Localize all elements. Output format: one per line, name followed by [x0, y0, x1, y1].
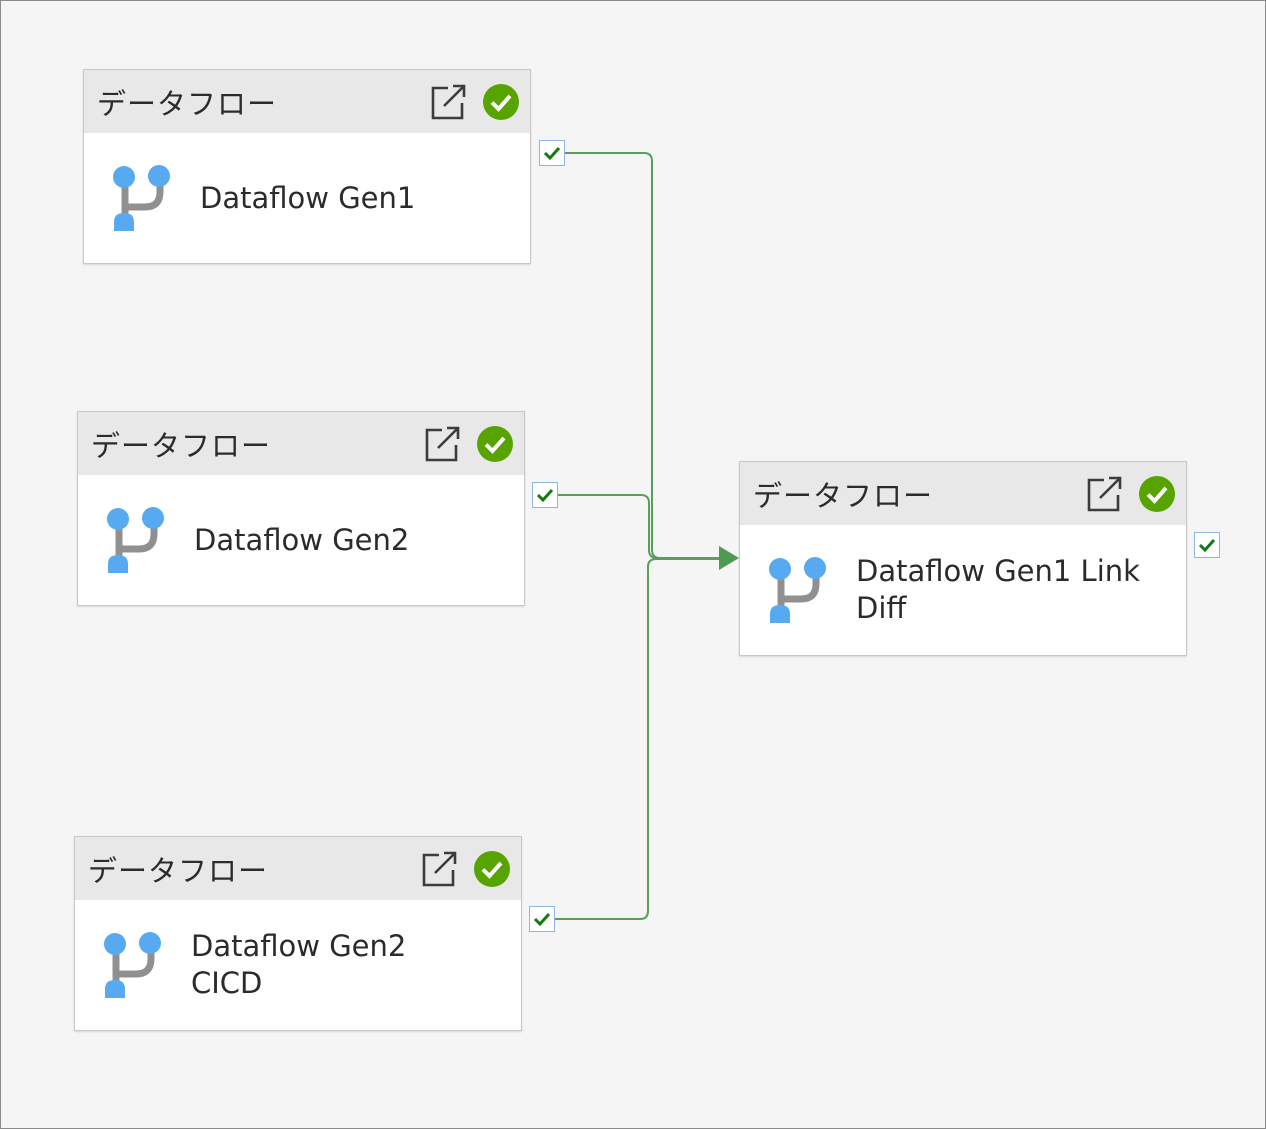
connector-gen2-to-linkdiff[interactable]	[558, 494, 723, 559]
port-check-icon	[536, 488, 554, 503]
activity-body: Dataflow Gen1 Link Diff	[740, 525, 1186, 655]
success-port-gen1[interactable]	[539, 140, 565, 166]
activity-dataflow-gen2[interactable]: データフロー Dataflow Gen2	[77, 411, 525, 606]
dataflow-icon	[113, 165, 170, 231]
activity-header: データフロー	[84, 70, 530, 133]
activity-name: Dataflow Gen1 Link Diff	[856, 554, 1140, 625]
dataflow-icon	[104, 932, 161, 998]
activity-dataflow-gen1-link-diff[interactable]: データフロー Dataflow Gen1 Link Diff	[739, 461, 1187, 656]
activity-name: Dataflow Gen2 CICD	[191, 929, 407, 1000]
activity-header: データフロー	[75, 837, 521, 900]
connector-gen1-to-linkdiff[interactable]	[565, 152, 723, 559]
success-port-gen2[interactable]	[532, 482, 558, 508]
open-external-icon[interactable]	[422, 424, 462, 464]
success-check-icon	[483, 83, 519, 120]
success-port-gen2-cicd[interactable]	[529, 906, 555, 932]
open-external-icon[interactable]	[419, 849, 459, 889]
dataflow-icon	[107, 507, 164, 573]
activity-body: Dataflow Gen2 CICD	[75, 900, 521, 1030]
activity-type-label: データフロー	[88, 853, 269, 888]
activity-name: Dataflow Gen1	[200, 180, 416, 215]
port-check-icon	[1198, 538, 1216, 553]
port-check-icon	[543, 146, 561, 161]
activity-body: Dataflow Gen2	[78, 475, 524, 605]
activity-type-label: データフロー	[97, 86, 278, 121]
activity-name: Dataflow Gen2	[194, 522, 410, 557]
connector-arrowhead	[719, 546, 739, 570]
activity-body: Dataflow Gen1	[84, 133, 530, 263]
open-external-icon[interactable]	[1084, 474, 1124, 514]
activity-header: データフロー	[740, 462, 1186, 525]
success-port-link-diff[interactable]	[1194, 532, 1220, 558]
success-check-icon	[474, 850, 510, 887]
activity-type-label: データフロー	[753, 478, 934, 513]
success-check-icon	[477, 425, 513, 462]
activity-header: データフロー	[78, 412, 524, 475]
open-external-icon[interactable]	[428, 82, 468, 122]
port-check-icon	[533, 912, 551, 927]
connector-gen2cicd-to-linkdiff[interactable]	[555, 558, 723, 920]
dataflow-icon	[769, 557, 826, 623]
activity-dataflow-gen2-cicd[interactable]: データフロー Dataflow Gen2 CICD	[74, 836, 522, 1031]
success-check-icon	[1139, 475, 1175, 512]
activity-dataflow-gen1[interactable]: データフロー Dataflow Gen1	[83, 69, 531, 264]
activity-type-label: データフロー	[91, 428, 272, 463]
